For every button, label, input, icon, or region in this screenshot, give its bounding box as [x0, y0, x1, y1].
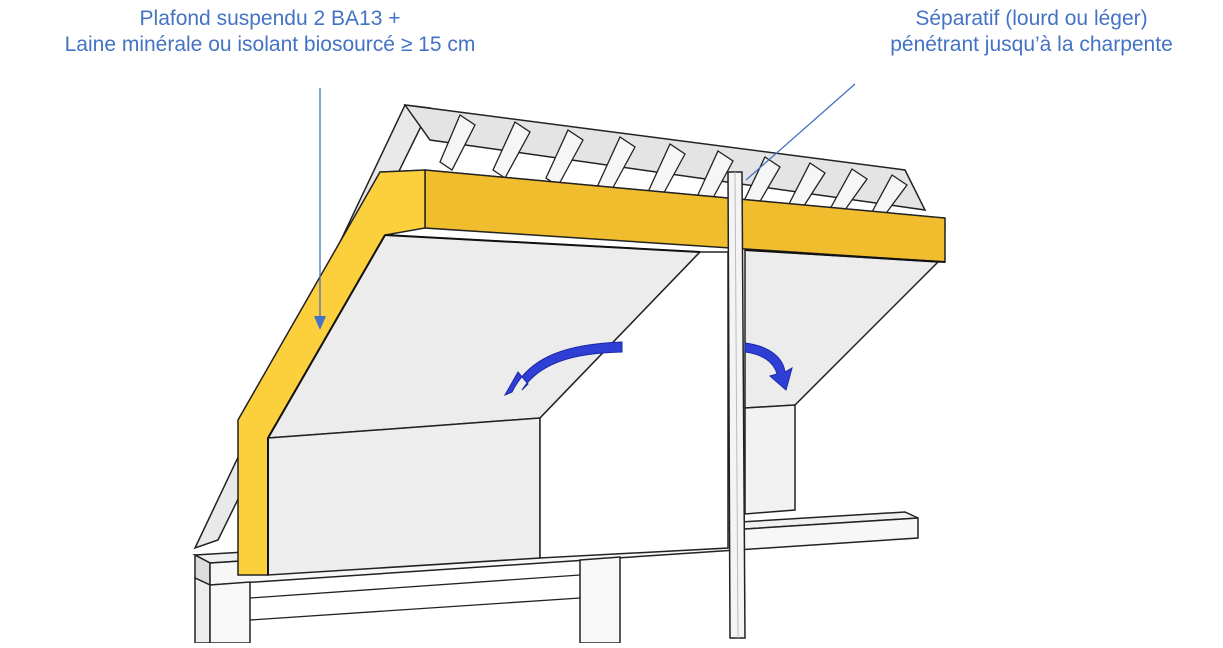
separator-callout-line1: Séparatif (lourd ou léger)	[915, 7, 1148, 30]
floor-beam-left	[194, 576, 211, 644]
floor-beam-left-inner	[209, 581, 251, 644]
separator-callout-line2: pénétrant jusqu’à la charpente	[890, 33, 1173, 56]
separator-callout: Séparatif (lourd ou léger) pénétrant jus…	[840, 6, 1223, 58]
insulation-ceiling	[237, 169, 946, 576]
leader-lines	[314, 83, 856, 330]
curved-arrow-icon-right	[744, 342, 793, 391]
ceiling-callout: Plafond suspendu 2 BA13 + Laine minérale…	[0, 6, 540, 58]
ceiling-callout-line2: Laine minérale ou isolant biosourcé ≥ 15…	[64, 33, 476, 56]
right-room	[744, 249, 940, 515]
left-room-side-wall	[539, 251, 729, 559]
roof-tiles	[439, 114, 908, 217]
right-sloped-ceiling	[744, 249, 940, 409]
curved-arrow-icon-left	[503, 341, 623, 397]
separating-wall	[727, 171, 746, 639]
airflow-arrows	[503, 341, 793, 397]
floor-beam-right	[579, 556, 621, 644]
ceiling-callout-line1: Plafond suspendu 2 BA13 +	[139, 7, 401, 30]
arrowhead-ceiling	[314, 316, 326, 330]
leader-line-separator	[745, 83, 856, 181]
right-knee-wall	[744, 404, 796, 515]
left-knee-wall	[267, 417, 541, 576]
left-room	[266, 234, 729, 576]
